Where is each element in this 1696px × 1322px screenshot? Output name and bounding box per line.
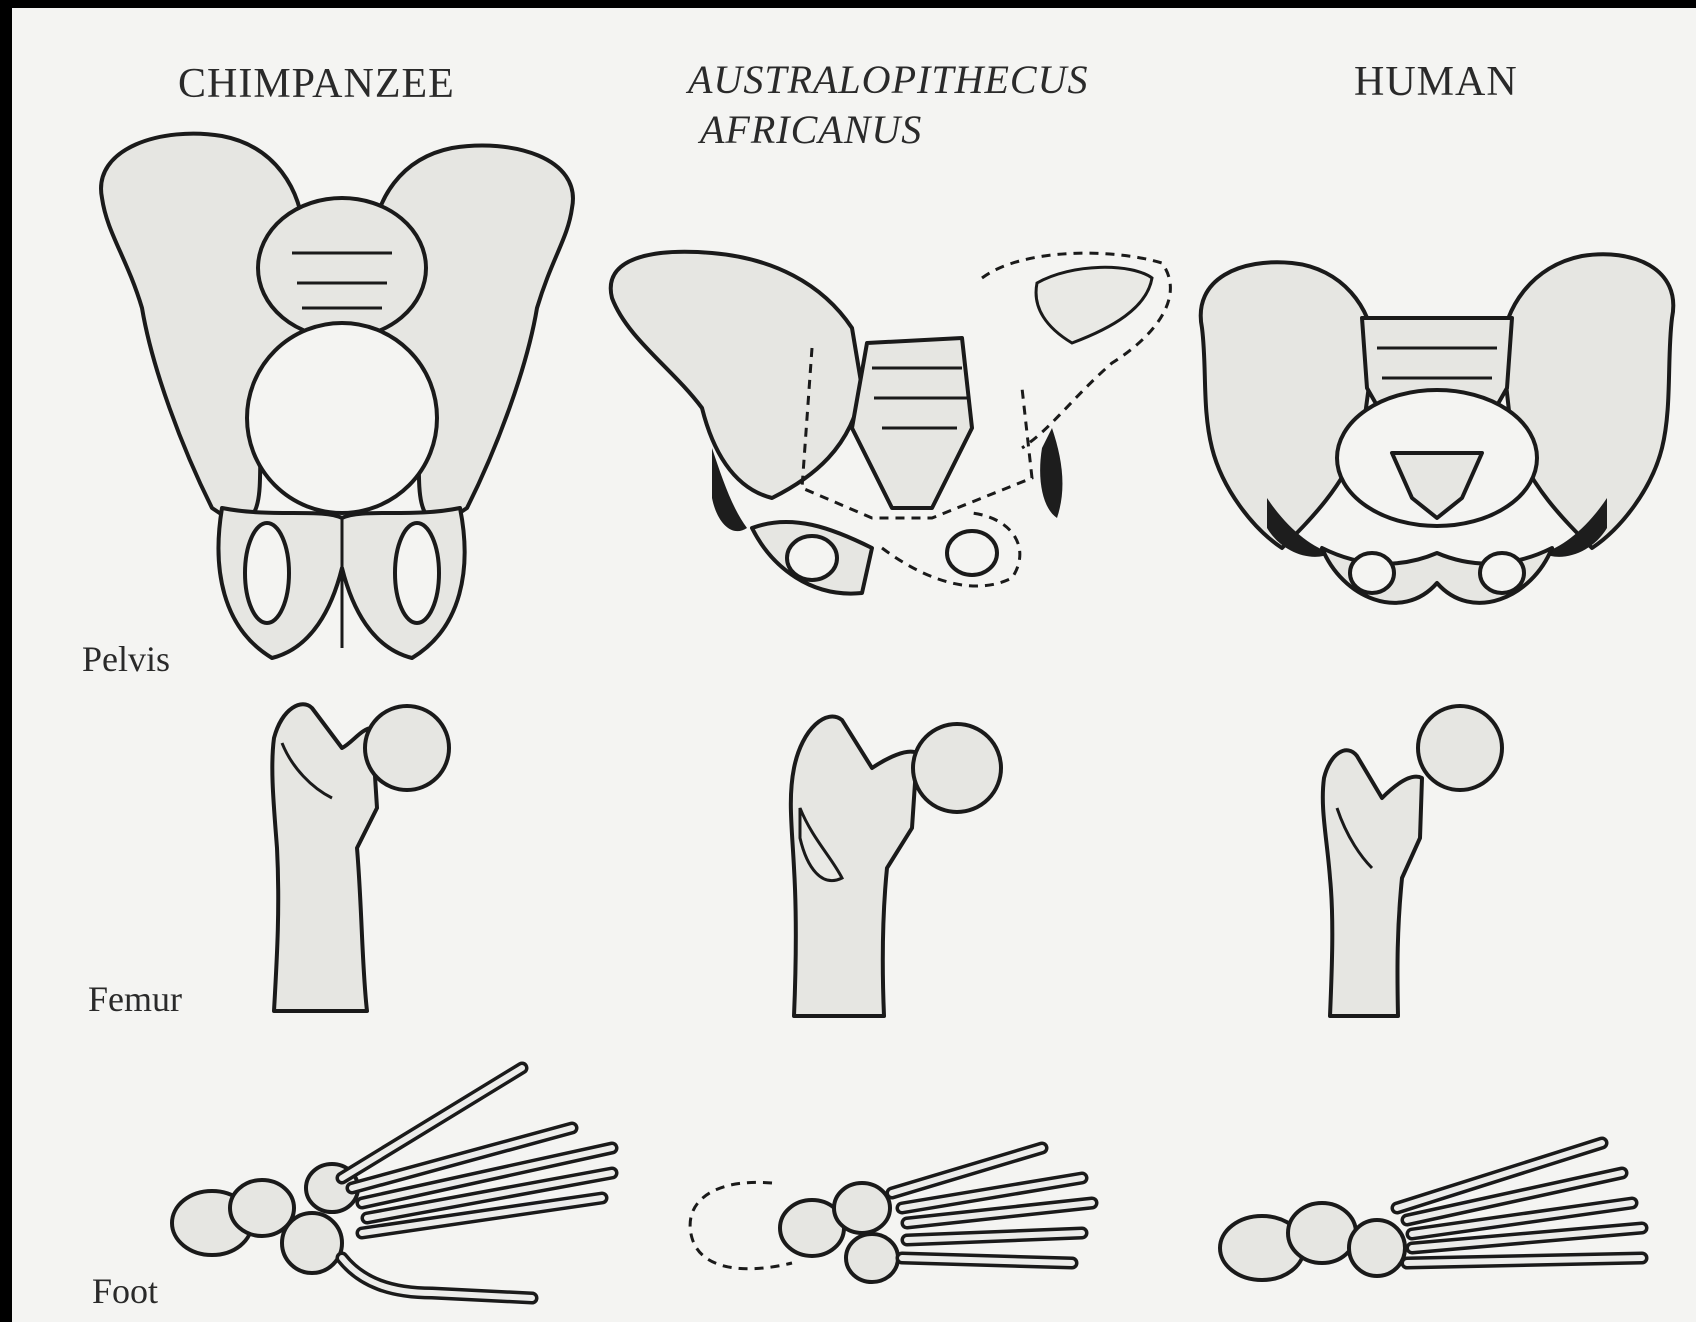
human-foot xyxy=(1220,1143,1642,1280)
australopithecus-foot xyxy=(690,1148,1092,1282)
australopithecus-pelvis xyxy=(611,252,1171,594)
skeleton-illustration xyxy=(12,8,1696,1322)
row-label-pelvis: Pelvis xyxy=(78,638,174,680)
human-femur xyxy=(1323,706,1502,1016)
row-label-foot: Foot xyxy=(88,1270,162,1312)
chimpanzee-femur xyxy=(272,704,449,1011)
australopithecus-femur xyxy=(791,717,1001,1016)
chimpanzee-foot xyxy=(172,1068,612,1298)
human-pelvis xyxy=(1201,254,1674,603)
row-label-femur: Femur xyxy=(84,978,186,1020)
chimpanzee-pelvis xyxy=(101,134,573,658)
diagram-frame: CHIMPANZEE AUSTRALOPITHECUS AFRICANUS HU… xyxy=(12,8,1696,1322)
